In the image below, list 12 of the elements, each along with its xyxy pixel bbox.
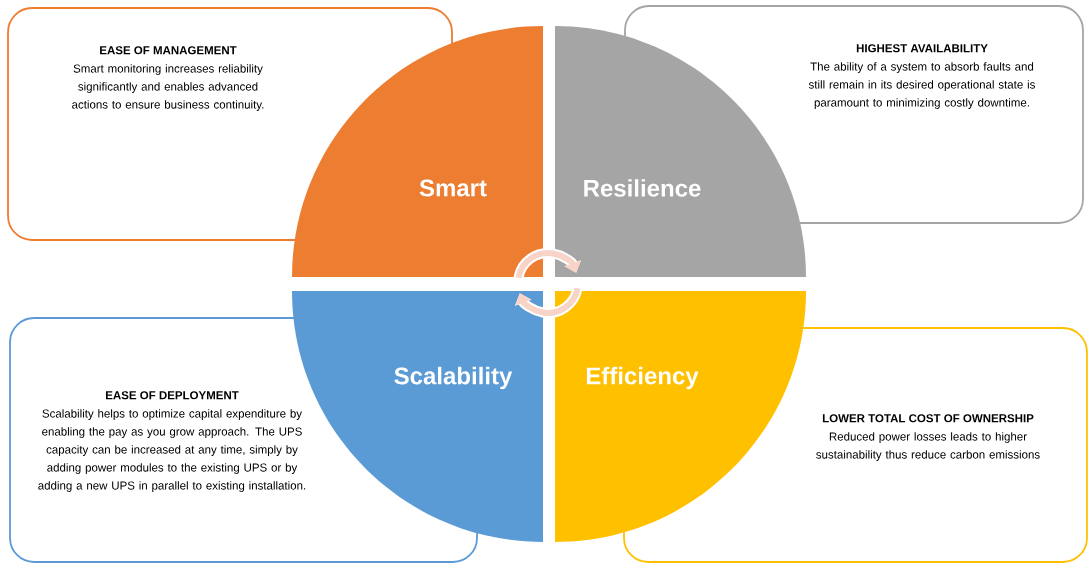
curved-arrow [514,287,583,318]
quadrant-segment: Efficiency [555,291,806,542]
curved-arrow [513,248,582,279]
quadrant-segment: Resilience [555,26,806,277]
card-text: The ability of a system to absorb faults and still remain in its desired operational state is paramount to minimizing costly downtime. [808,62,1035,109]
card-text: Reduced power losses leads to higher sustainability thus reduce carbon emissions [816,432,1040,461]
quadrant-segment: Smart [292,26,543,277]
card-text: Smart monitoring increases reliability significantly and enables advanced actions to ensure business continuity. [72,64,264,111]
card-heading: EASE OF MANAGEMENT [100,46,237,55]
card-heading: EASE OF DEPLOYMENT [106,391,239,400]
card-heading: LOWER TOTAL COST OF OWNERSHIP [822,414,1034,423]
card-heading: HIGHEST AVAILABILITY [856,44,988,53]
